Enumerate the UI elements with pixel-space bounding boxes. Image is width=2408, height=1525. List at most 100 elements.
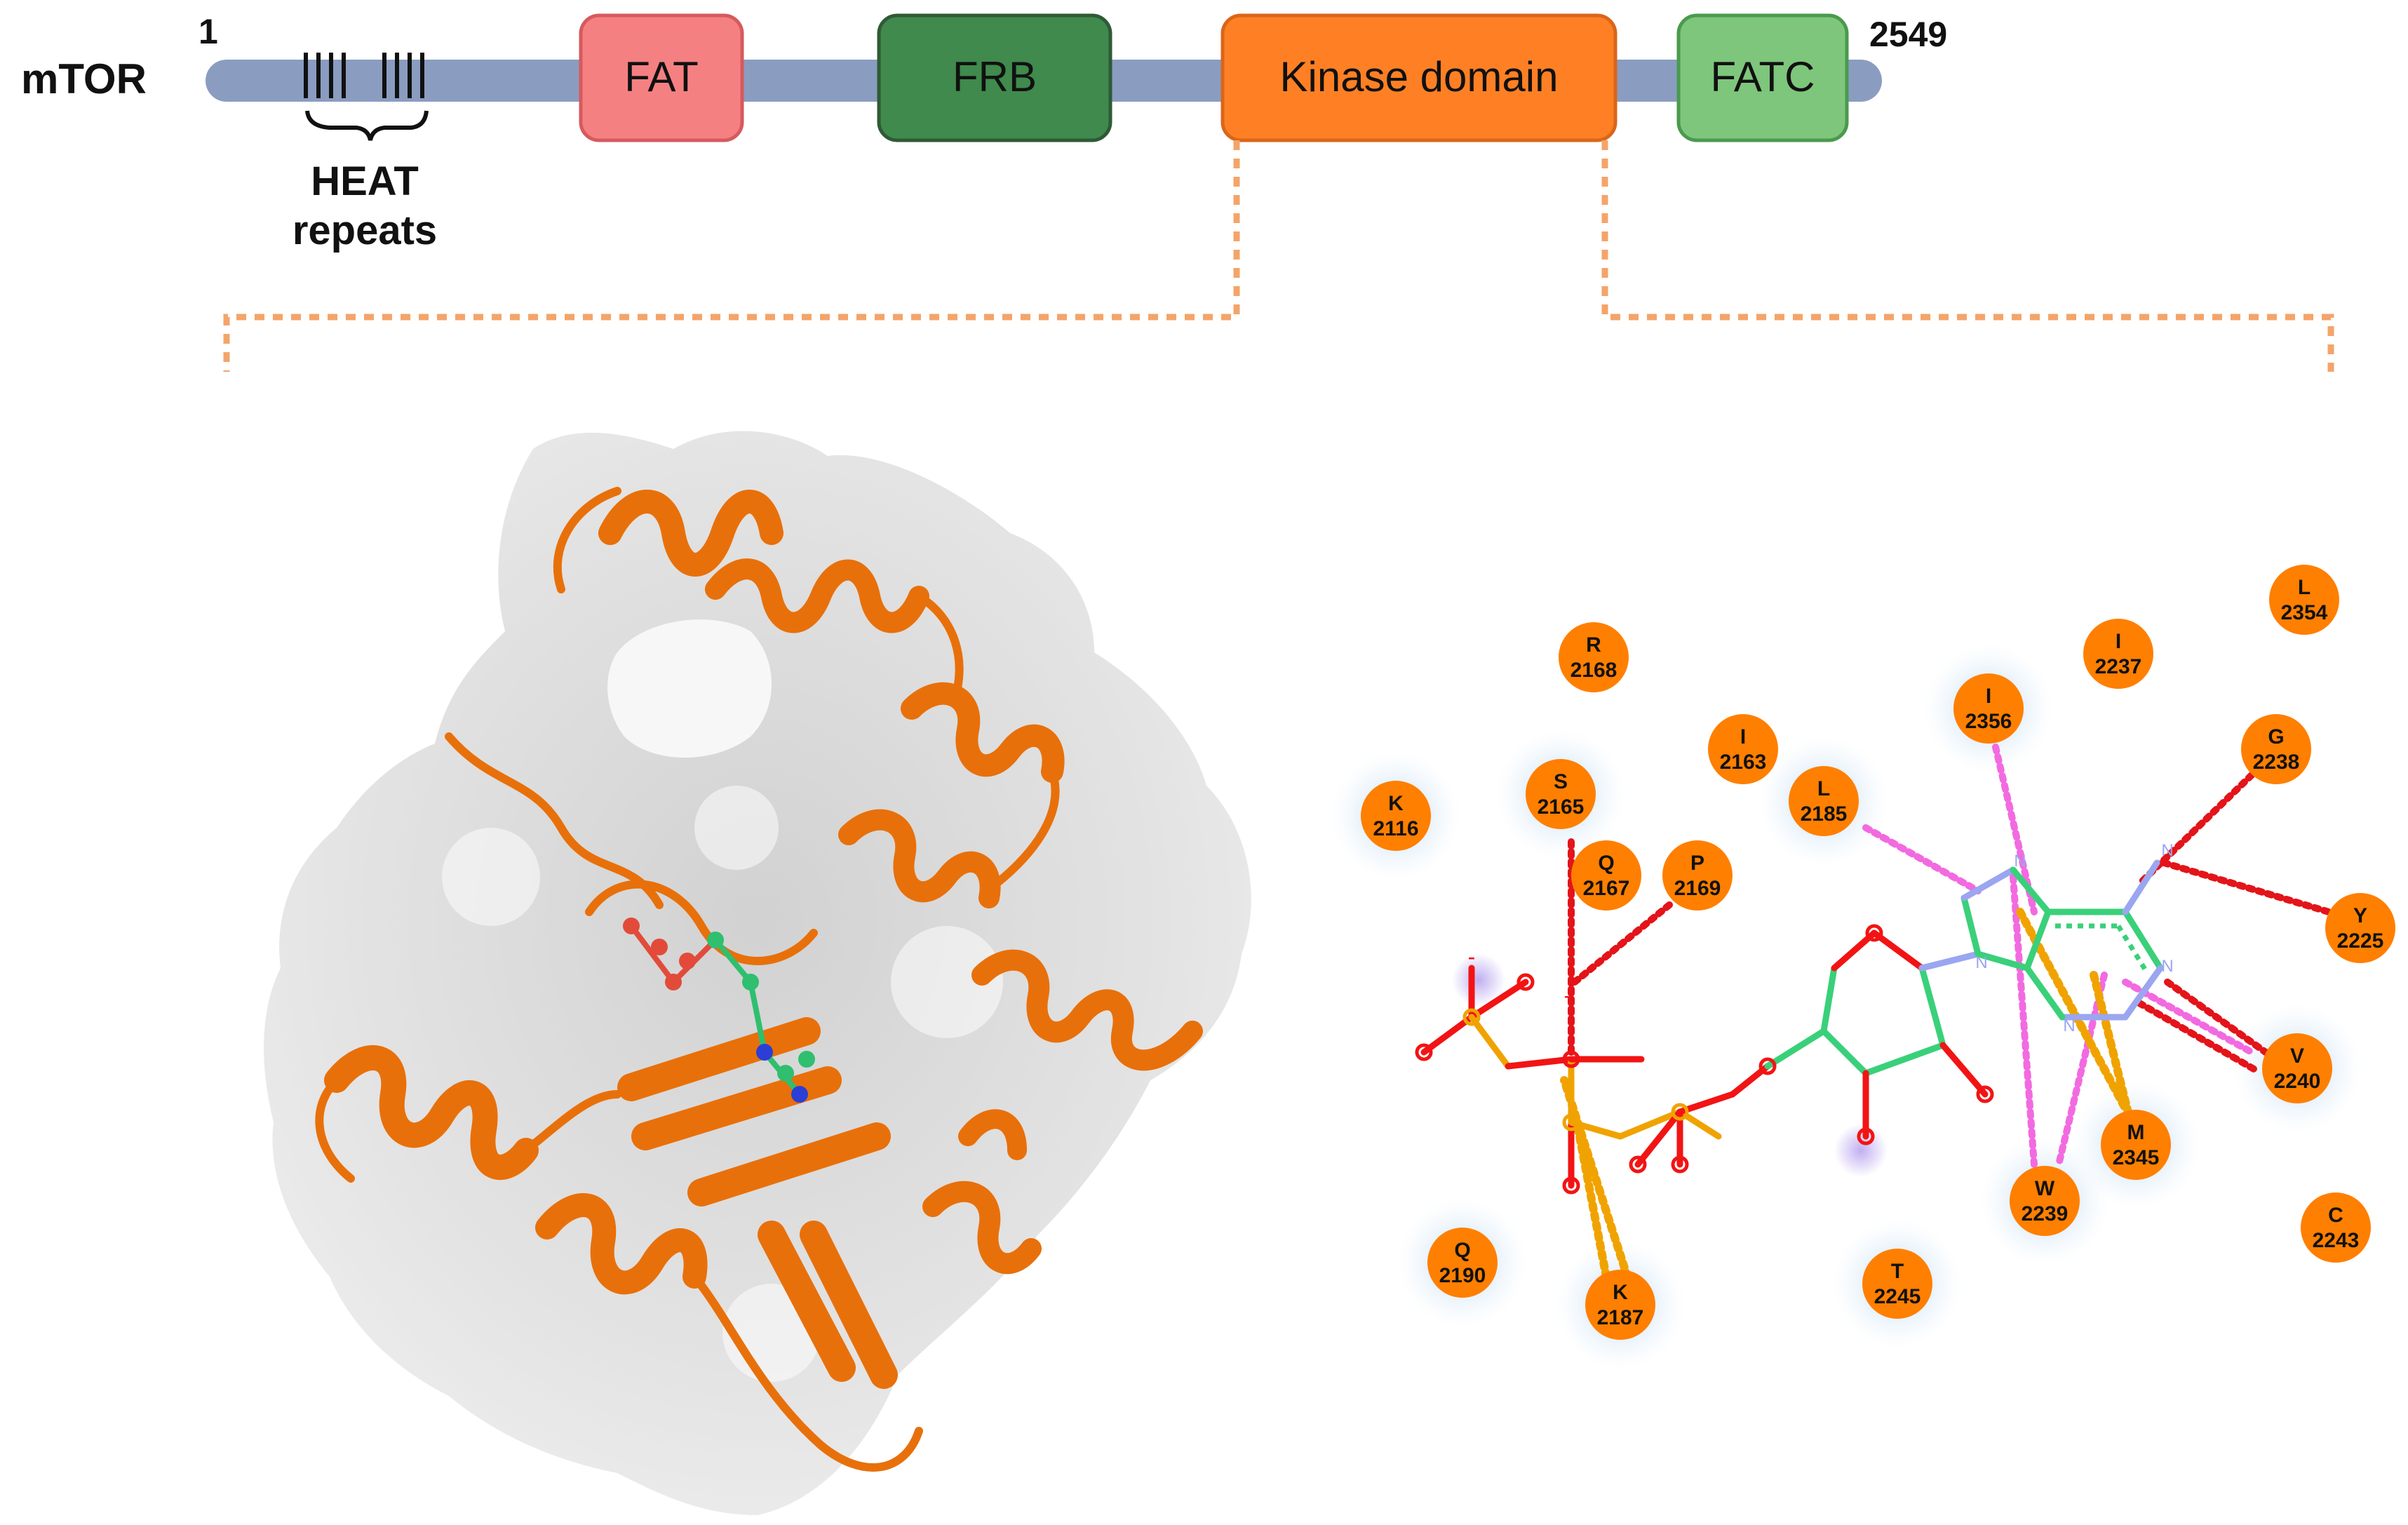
residue-number: 2239 — [2022, 1202, 2069, 1225]
residue-number: 2354 — [2281, 601, 2328, 624]
residue-number: 2167 — [1583, 877, 1630, 900]
residue-circle — [2083, 619, 2153, 689]
residue-aa: V — [2290, 1044, 2304, 1068]
residue-aa: G — [2268, 725, 2284, 748]
interaction-bond — [2010, 873, 2038, 1168]
residue-circle — [1571, 840, 1641, 911]
residue-circle — [1559, 622, 1629, 692]
ligand-bond — [1820, 965, 1838, 1035]
protein-surface — [264, 431, 1251, 1515]
residue-number: 2240 — [2274, 1070, 2321, 1093]
interaction-bond — [1571, 901, 1673, 986]
end-residue: 2549 — [1869, 15, 1947, 54]
atom-marker — [1857, 1127, 1875, 1146]
residue-circle — [1585, 1270, 1655, 1340]
atom-marker — [1415, 1043, 1433, 1061]
residue-circle — [2010, 1166, 2080, 1236]
atom-marker — [1562, 1176, 1580, 1195]
domain-frb: FRB — [877, 13, 1112, 142]
residue-aa: K — [1388, 792, 1404, 815]
residue-circle — [1953, 673, 2024, 744]
heat-repeat-ticks — [304, 53, 424, 98]
residue-aa: S — [1554, 770, 1568, 793]
protein-ribbon — [315, 487, 1203, 1472]
atom-marker — [1629, 1155, 1647, 1174]
ligand-bond — [2122, 908, 2164, 972]
ligand-bond — [2010, 866, 2052, 915]
domain-fatc: FATC — [1676, 13, 1849, 142]
residue-circle — [2301, 1193, 2371, 1263]
residue-g2238: G 2238 — [2241, 714, 2311, 784]
residue-circle — [2262, 1033, 2332, 1103]
interaction-bond — [2055, 972, 2108, 1168]
ligand-bond — [1871, 929, 1925, 972]
interaction-bond — [2122, 979, 2255, 1056]
residue-aa: L — [2298, 576, 2311, 599]
residue-number: 2190 — [1439, 1264, 1486, 1287]
start-residue: 1 — [199, 12, 218, 51]
residue-circle — [1789, 766, 1859, 836]
interaction-bond — [2136, 1000, 2259, 1073]
domain-architecture: mTOR 1 2549 HEAT repeats FAT FRB Kinase … — [21, 12, 1947, 253]
ligand-bond — [2122, 965, 2164, 1021]
residue-aa: M — [2127, 1121, 2145, 1144]
ligand-bond — [2024, 965, 2066, 1021]
surface-hole — [607, 619, 772, 758]
residue-aa: I — [1986, 685, 1991, 708]
domain-fat: FAT — [579, 13, 744, 142]
atom-marker — [1516, 973, 1535, 991]
ligand-bond — [1960, 866, 2017, 901]
ligand-bond — [1420, 1014, 1475, 1056]
ligand-bond — [1468, 979, 1529, 1021]
interaction-bond — [2164, 979, 2269, 1056]
interaction-bond — [1560, 1076, 1632, 1281]
ligand-bond — [1468, 1014, 1512, 1070]
interaction-bond — [1574, 1125, 1610, 1281]
residue-aa: I — [1740, 725, 1746, 748]
residue-aa: I — [2116, 630, 2121, 653]
heat-label-line1: HEAT — [311, 159, 419, 204]
residue-number: 2185 — [1801, 802, 1848, 826]
atom-label: N — [2161, 841, 2173, 860]
residue-set: K2116R2168S2165I2163Q2167P2169L2185I2356… — [1361, 565, 2395, 1340]
atom-marker — [1758, 1057, 1777, 1075]
residue-aa: Q — [1454, 1239, 1470, 1262]
residue-aa: Q — [1598, 852, 1614, 875]
atom-label: N — [1975, 953, 1987, 972]
residue-number: 2238 — [2253, 751, 2300, 774]
residue-aa: R — [1586, 633, 1601, 657]
residue-circle — [1662, 840, 1733, 911]
domain-frb-label: FRB — [953, 53, 1037, 100]
atom-marker — [1462, 1008, 1481, 1026]
ligand-bond — [1918, 965, 1946, 1049]
ligand-3d — [623, 918, 815, 1103]
domain-frb-box — [877, 13, 1112, 142]
residue-aa: L — [1817, 777, 1830, 800]
residue-circle — [2325, 893, 2395, 963]
ligand-bond — [1939, 1042, 1989, 1098]
residue-number: 2225 — [2337, 929, 2384, 953]
residue-number: 2345 — [2113, 1146, 2160, 1169]
residue-number: 2243 — [2313, 1229, 2360, 1252]
residue-aa: T — [1891, 1260, 1904, 1283]
residue-circle — [1708, 714, 1778, 784]
ligand-bond — [1862, 1042, 1946, 1077]
ligand-bond — [1634, 1108, 1683, 1168]
residue-aa: K — [1613, 1281, 1628, 1304]
residue-circle — [1862, 1249, 1932, 1319]
aromatic-bond — [2116, 925, 2148, 973]
atom-marker — [1562, 1050, 1580, 1068]
ligand-bond — [1960, 894, 1982, 958]
